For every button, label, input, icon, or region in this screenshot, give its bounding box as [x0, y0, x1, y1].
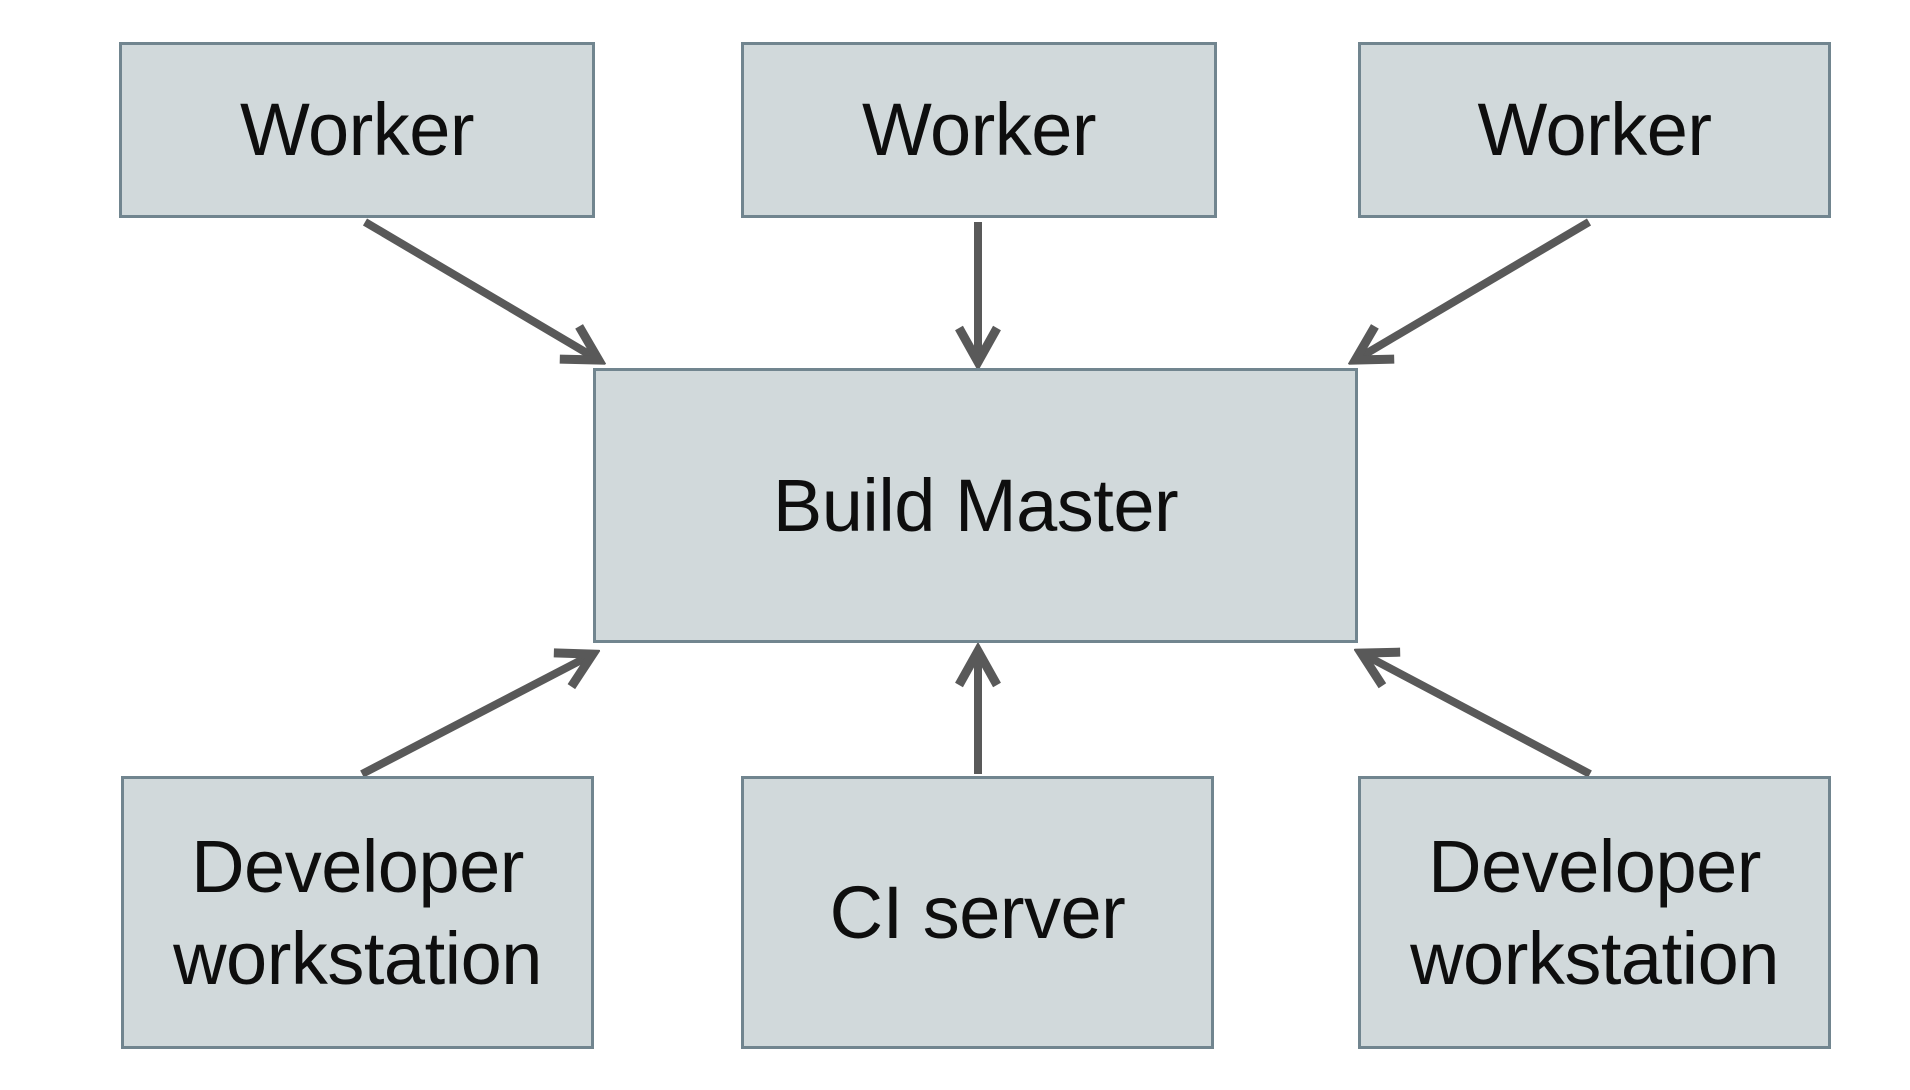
- node-worker-3: Worker: [1358, 42, 1831, 218]
- node-label: Build Master: [772, 463, 1179, 547]
- arrow-worker-3-to-build-master: [1357, 218, 1592, 359]
- arrow-developer-workstation-right-to-build-master: [1363, 654, 1592, 778]
- arrow-developer-workstation-left-to-build-master: [360, 655, 591, 778]
- node-label: CI server: [829, 870, 1126, 954]
- node-developer-workstation-right: Developer workstation: [1358, 776, 1831, 1049]
- node-ci-server: CI server: [741, 776, 1214, 1049]
- node-label: Developer workstation: [1410, 824, 1779, 1000]
- node-build-master: Build Master: [593, 368, 1358, 643]
- node-developer-workstation-left: Developer workstation: [121, 776, 594, 1049]
- node-label: Worker: [239, 88, 475, 172]
- node-worker-2: Worker: [741, 42, 1217, 218]
- arrow-worker-1-to-build-master: [362, 218, 597, 359]
- node-label: Worker: [1477, 88, 1712, 172]
- node-label: Worker: [861, 88, 1097, 172]
- node-worker-1: Worker: [119, 42, 595, 218]
- node-label: Developer workstation: [173, 824, 542, 1000]
